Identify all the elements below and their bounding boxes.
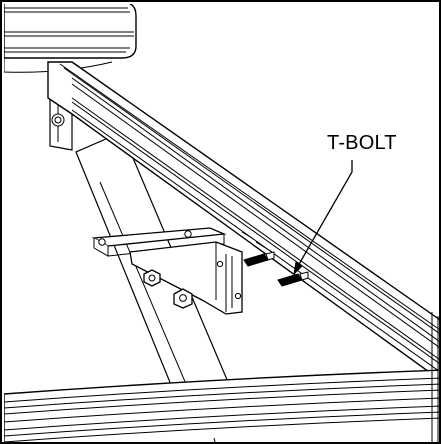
angle-bracket: [91, 227, 243, 315]
right-extrusion: [431, 312, 439, 442]
t-bolts: [243, 251, 309, 287]
upper-extrusion: [4, 4, 137, 73]
bottom-extrusion: [4, 369, 439, 442]
leader-line: [297, 160, 353, 267]
bracket-nuts: [143, 269, 193, 309]
leader-arrowhead: [293, 261, 303, 276]
t-bolt-label: T-BOLT: [327, 132, 397, 154]
diagonal-extrusion: [47, 61, 439, 380]
